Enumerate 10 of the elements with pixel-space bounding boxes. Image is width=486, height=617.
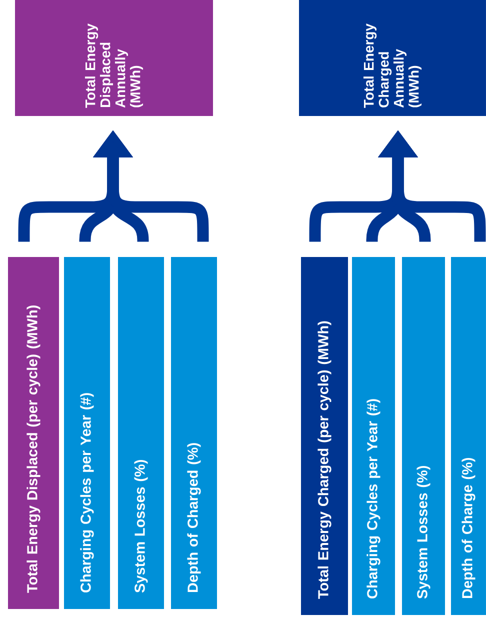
result-box: Total Energy Charged Annually (MWh) — [299, 0, 486, 116]
result-box: Total Energy Displaced Annually (MWh) — [15, 0, 213, 116]
factor-bar: Depth of Charge (%) — [451, 257, 486, 615]
factor-bar: Charging Cycles per Year (#) — [64, 257, 110, 609]
factor-bar: System Losses (%) — [402, 257, 445, 615]
factor-bar: Total Energy Charged (per cycle) (MWh) — [301, 257, 348, 615]
factor-bar: Total Energy Displaced (per cycle) (MWh) — [8, 257, 59, 609]
factor-bar: System Losses (%) — [118, 257, 164, 609]
factor-bar: Depth of Charged (%) — [171, 257, 217, 609]
factor-bar: Charging Cycles per Year (#) — [352, 257, 395, 615]
